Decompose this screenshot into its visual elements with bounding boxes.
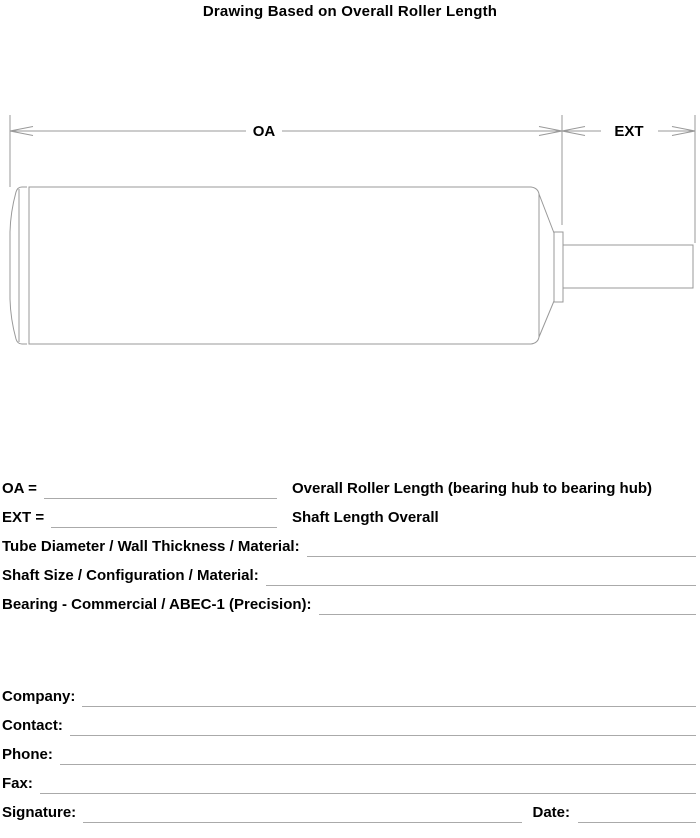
shaft-spec-row: Shaft Size / Configuration / Material: <box>2 565 696 586</box>
signature-field[interactable] <box>83 821 523 823</box>
phone-field[interactable] <box>59 763 696 765</box>
fax-row: Fax: <box>2 773 696 794</box>
oa-dimension-label: OA <box>253 123 276 140</box>
contact-field[interactable] <box>69 734 696 736</box>
company-row: Company: <box>2 686 696 707</box>
bearing-spec-field[interactable] <box>318 613 696 615</box>
oa-description: Overall Roller Length (bearing hub to be… <box>292 480 653 497</box>
oa-row: OA = Overall Roller Length (bearing hub … <box>2 478 696 499</box>
signature-row: Signature: Date: <box>2 802 696 823</box>
tube-spec-row: Tube Diameter / Wall Thickness / Materia… <box>2 536 696 557</box>
fax-label: Fax: <box>2 775 33 792</box>
bearing-spec-row: Bearing - Commercial / ABEC-1 (Precision… <box>2 594 696 615</box>
extension-lines <box>9 115 696 243</box>
bearing-spec-label: Bearing - Commercial / ABEC-1 (Precision… <box>2 596 312 613</box>
company-label: Company: <box>2 688 76 705</box>
shaft-spec-label: Shaft Size / Configuration / Material: <box>2 567 259 584</box>
fax-field[interactable] <box>39 792 696 794</box>
ext-left-arrow-icon <box>561 126 586 136</box>
ext-row: EXT = Shaft Length Overall <box>2 507 696 528</box>
ext-right-arrow-icon <box>671 126 696 136</box>
company-field[interactable] <box>82 705 696 707</box>
shaft-spec-field[interactable] <box>265 584 696 586</box>
phone-label: Phone: <box>2 746 53 763</box>
tube-spec-label: Tube Diameter / Wall Thickness / Materia… <box>2 538 300 555</box>
tube-spec-field[interactable] <box>306 555 696 557</box>
oa-dimension-line <box>9 126 563 136</box>
oa-value-field[interactable] <box>43 497 277 499</box>
right-bearing-hub <box>538 193 564 338</box>
date-field[interactable] <box>578 821 696 823</box>
left-bearing-hub <box>9 186 27 345</box>
page-title: Drawing Based on Overall Roller Length <box>202 3 498 20</box>
ext-description: Shaft Length Overall <box>292 509 439 526</box>
oa-left-arrow-icon <box>9 126 34 136</box>
roller-body <box>9 186 694 345</box>
oa-right-arrow-icon <box>538 126 563 136</box>
ext-label: EXT = <box>2 509 45 526</box>
signature-label: Signature: <box>2 804 77 821</box>
roller-tube <box>28 186 540 345</box>
contact-row: Contact: <box>2 715 696 736</box>
phone-row: Phone: <box>2 744 696 765</box>
contact-section: Company: Contact: Phone: Fax: Signature:… <box>2 686 696 831</box>
spec-section: OA = Overall Roller Length (bearing hub … <box>2 478 696 623</box>
ext-value-field[interactable] <box>51 526 277 528</box>
contact-label: Contact: <box>2 717 63 734</box>
ext-dimension-label: EXT <box>614 123 643 140</box>
shaft <box>562 244 694 289</box>
ext-dimension-line <box>561 126 696 136</box>
oa-label: OA = <box>2 480 37 497</box>
roller-drawing: OA EXT <box>9 115 696 345</box>
date-label: Date: <box>532 804 570 821</box>
